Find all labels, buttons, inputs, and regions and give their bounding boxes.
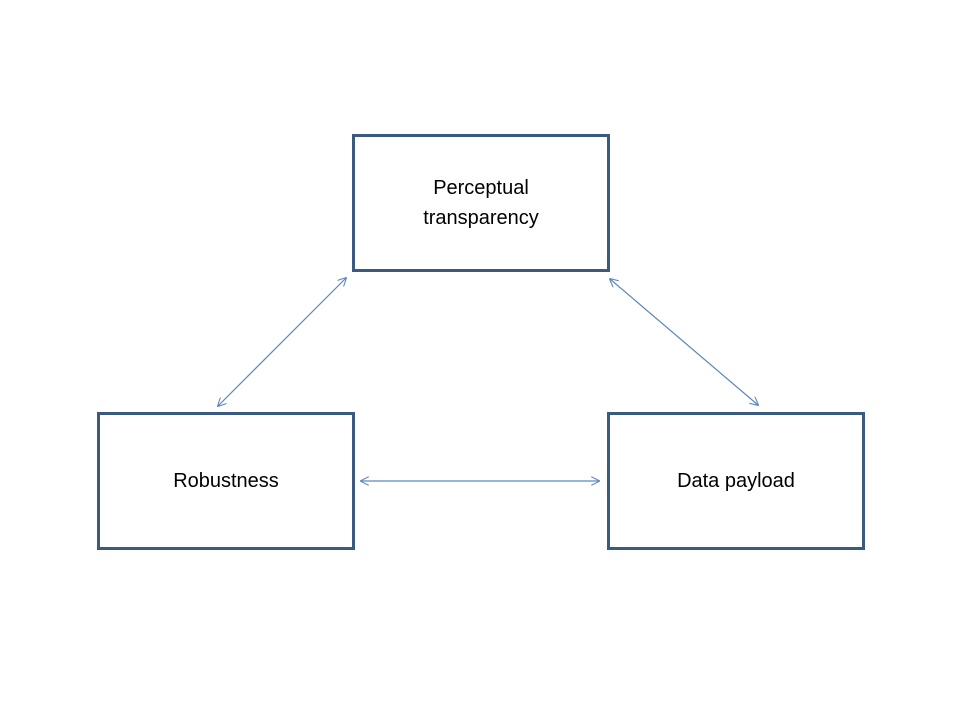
edge-perceptual-payload	[610, 279, 758, 405]
node-data-payload: Data payload	[607, 412, 865, 550]
node-label: Data payload	[677, 470, 795, 492]
node-robustness: Robustness	[97, 412, 355, 550]
node-perceptual-transparency: Perceptual transparency	[352, 134, 610, 272]
node-label: Perceptual transparency	[423, 177, 539, 229]
edge-perceptual-robustness	[218, 278, 346, 406]
node-label: Robustness	[173, 470, 279, 492]
